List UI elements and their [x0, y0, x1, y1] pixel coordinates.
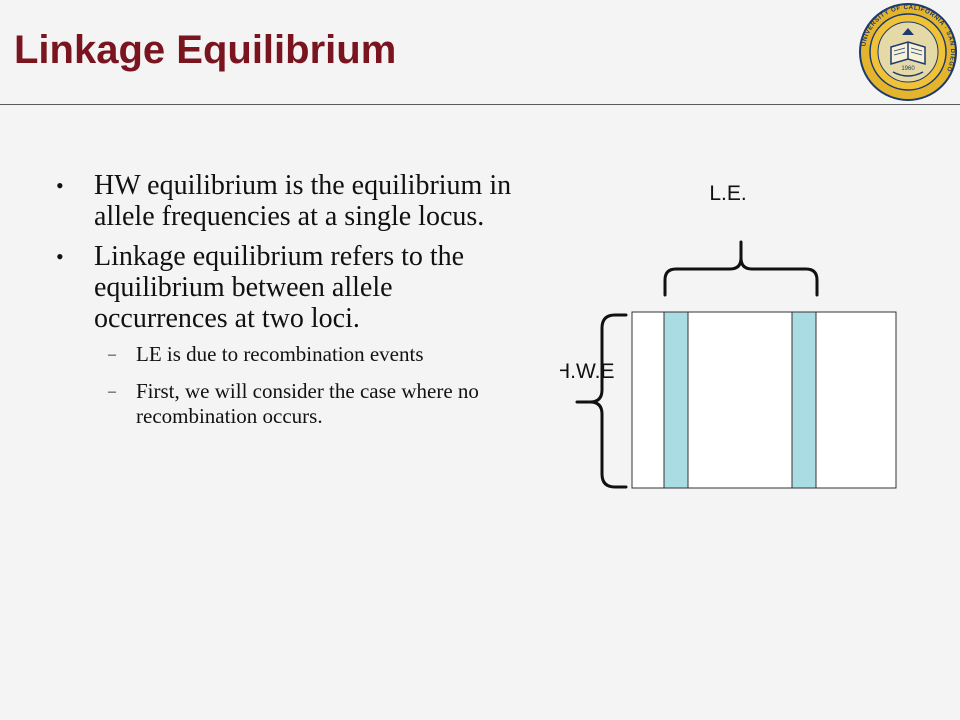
- bullet-text: HW equilibrium is the equilibrium in all…: [94, 170, 512, 232]
- dash-glyph: –: [108, 346, 116, 363]
- sub-bullet-item: – LE is due to recombination events: [94, 342, 516, 367]
- bullet-item: • HW equilibrium is the equilibrium in a…: [56, 170, 516, 232]
- bullet-glyph: •: [56, 173, 64, 198]
- logo-year: 1960: [901, 66, 915, 72]
- slide-title: Linkage Equilibrium: [14, 28, 397, 72]
- le-brace: [663, 240, 819, 297]
- hwe-brace: [575, 313, 628, 489]
- hwe-label: H.W.E: [560, 360, 615, 383]
- sub-bullet-list: – LE is due to recombination events – Fi…: [94, 342, 516, 429]
- sub-bullet-text: LE is due to recombination events: [136, 342, 424, 366]
- bullet-item: • Linkage equilibrium refers to the equi…: [56, 241, 516, 429]
- le-label: L.E.: [709, 182, 746, 205]
- loci-diagram: L.E. H.W.E: [560, 182, 897, 489]
- dash-glyph: –: [108, 383, 116, 400]
- locus-column-1: [663, 311, 689, 489]
- sub-bullet-text: First, we will consider the case where n…: [136, 379, 479, 428]
- sub-bullet-item: – First, we will consider the case where…: [94, 379, 516, 429]
- ucsd-seal-logo: 1960 UNIVERSITY OF CALIFORNIA · SAN DIEG…: [859, 3, 957, 101]
- bullet-glyph: •: [56, 244, 64, 269]
- locus-column-2: [791, 311, 817, 489]
- bullet-list: • HW equilibrium is the equilibrium in a…: [56, 170, 516, 441]
- bullet-text: Linkage equilibrium refers to the equili…: [94, 241, 465, 334]
- title-divider: [0, 104, 960, 105]
